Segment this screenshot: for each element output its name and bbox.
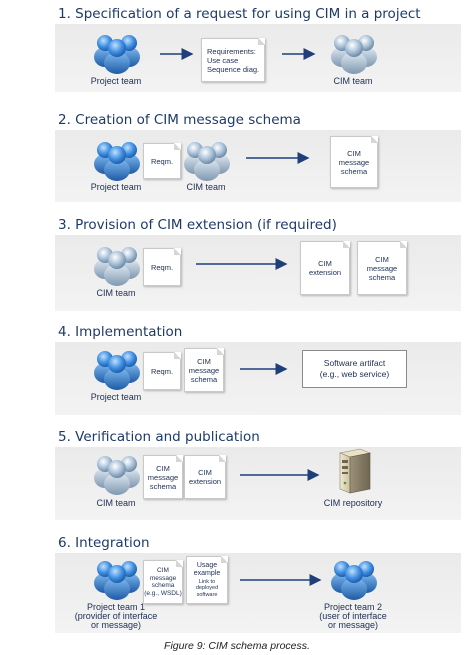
software-artifact-box: Software artifact (e.g., web service) [302,350,407,388]
cim-message-schema-doc: CIM message schema [357,241,407,295]
cim-extension-doc: CIM extension [300,241,350,295]
arrow-5 [240,469,320,481]
project-team-2-role-cont: or message) [327,620,379,630]
project-team-1-icon [94,561,140,600]
cim-message-schema-doc: CIM message schema [143,455,183,499]
arrow-2 [246,152,310,164]
arrow-1a [160,48,194,60]
cim-team-icon [331,35,377,74]
section-6-title: 6. Integration [58,535,150,551]
cim-team-label: CIM team [186,182,226,192]
cim-message-schema-wsdl-doc: CIM message schema (e.g., WSDL) [143,560,183,604]
arrow-4 [240,363,288,375]
project-team-icon [94,35,140,74]
requirements-doc: Requirements: Use case Sequence diag. [201,38,265,82]
project-team-icon [94,351,140,390]
project-team-1-role: (provider of interface [74,611,158,621]
cim-team-label: CIM team [333,76,373,86]
arrow-6 [240,574,322,586]
section-4-title: 4. Implementation [58,324,183,340]
cim-extension-doc: CIM extension [184,455,226,499]
section-1-title: 1. Specification of a request for using … [58,6,421,22]
figure-caption: Figure 9: CIM schema process. [164,640,310,652]
cim-team-label: CIM team [96,288,136,298]
cim-message-schema-doc: CIM message schema [184,348,224,392]
usage-example-body: Link to deployed software [195,578,219,598]
project-team-2-role: (user of interface [319,611,387,621]
project-team-label: Project team [90,392,142,402]
project-team-icon [94,142,140,181]
project-team-label: Project team [90,182,142,192]
cim-repository-label: CIM repository [323,498,383,508]
arrow-1b [282,48,316,60]
cim-message-schema-doc: CIM message schema [330,136,378,188]
arrow-3 [196,258,288,270]
server-icon [338,448,372,494]
section-3-title: 3. Provision of CIM extension (if requir… [58,217,337,233]
project-team-1-role-cont: or message) [90,620,142,630]
reqm-doc: Reqm. [143,352,181,390]
usage-example-title: Usage example [193,561,221,577]
usage-example-doc: Usage example Link to deployed software [186,556,228,604]
section-2-title: 2. Creation of CIM message schema [58,112,301,128]
project-team-1-label: Project team 1 [86,602,146,612]
project-team-label: Project team [90,76,142,86]
reqm-doc: Reqm. [143,248,181,286]
cim-team-label: CIM team [96,498,136,508]
reqm-doc: Reqm. [143,143,181,179]
section-5-title: 5. Verification and publication [58,429,260,445]
project-team-2-label: Project team 2 [323,602,383,612]
cim-team-icon [94,247,140,286]
project-team-2-icon [331,561,377,600]
cim-team-icon [94,456,140,495]
cim-team-icon [184,142,230,181]
